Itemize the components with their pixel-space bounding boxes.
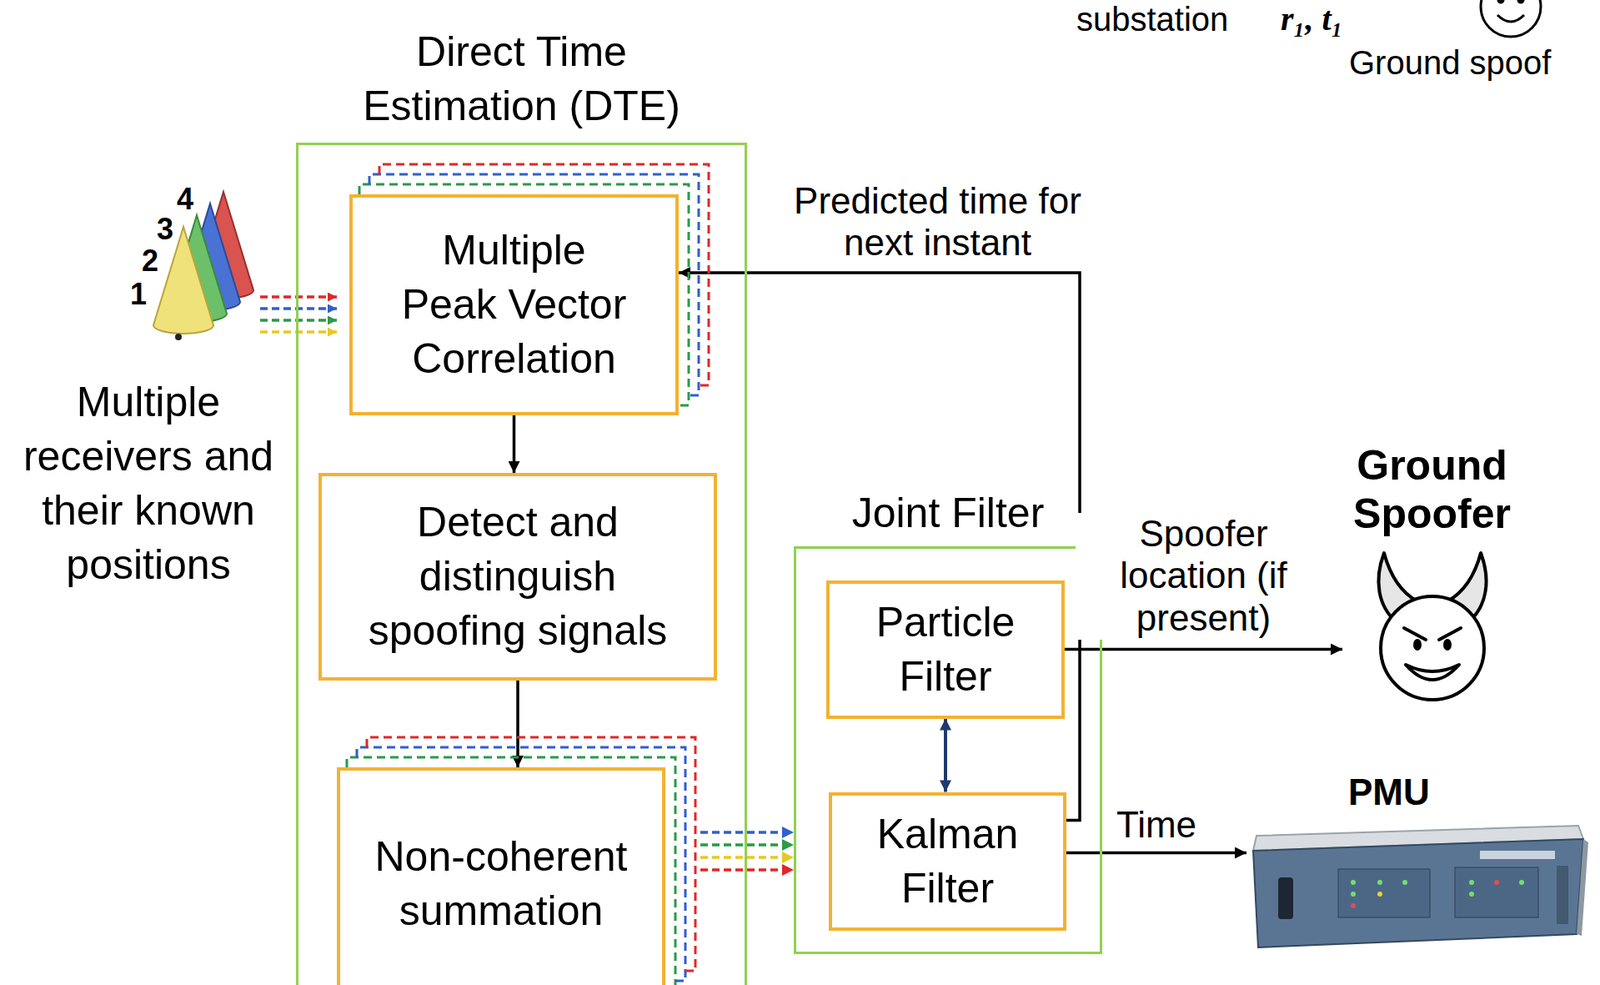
node-label: Non-coherent summation [359,829,643,938]
connector-line [700,842,794,847]
connector-arrow [517,680,519,768]
connector-line [516,680,520,768]
node-label: Kalman Filter [847,807,1049,916]
connector-arrow [1064,648,1343,650]
node-label: Detect and distinguish spoofing signals [351,495,685,658]
edge-label: Time [1113,803,1200,847]
process-box: Multiple Peak Vector Correlation [349,194,679,416]
smiley-icon [1480,0,1541,37]
antenna-cone [153,226,214,334]
devil-icon [1365,546,1500,705]
receiver-antennas [153,191,254,341]
device-icon: PMU [1246,771,1589,951]
node-label: Particle Filter [845,595,1046,704]
connector-arrow [513,415,515,473]
group-heading: Direct Time Estimation (DTE) [338,25,706,134]
node-label: PMU [1246,771,1589,814]
connector-arrow [700,832,794,870]
connector-line [700,855,794,859]
signal-arrow [260,295,337,299]
process-box: Detect and distinguish spoofing signals [318,472,718,681]
filter-box: Kalman Filter [828,792,1067,931]
group-panel: Multiple Peak Vector CorrelationDetect a… [295,142,748,985]
group-panel: Particle FilterKalman FilterJoint Filter [793,546,1103,954]
signal-arrow [260,330,337,334]
signal-arrow [260,318,337,322]
connector-line [512,415,517,473]
connector-line [943,718,948,793]
site-label: substation [1076,0,1229,39]
callout-number: 4 [176,181,194,216]
group-heading: Joint Filter [814,486,1082,541]
connector-line [1064,647,1343,652]
edge-label: Spoofer location (if present) [1075,512,1333,640]
connector-line [1066,851,1247,855]
pmu-device [1253,825,1589,948]
site-label: Ground spoof [1349,43,1551,82]
math-label: r₁, t₁ [1280,0,1344,39]
node-label: Multiple Peak Vector Correlation [395,223,633,387]
callout-number: 1 [130,276,147,311]
signal-arrow [260,306,337,311]
connector-arrow [945,718,947,793]
callout-number: 3 [156,211,174,246]
pmu-illustration [1246,817,1589,951]
edge-label: Predicted time for next instant [784,180,1092,265]
connector-line [700,867,794,872]
attacker-icon: Ground Spoofer [1342,441,1522,709]
connector-arrow [1066,852,1247,853]
antenna-base [175,333,182,341]
filter-box: Particle Filter [826,580,1065,719]
process-box: Non-coherent summation [336,767,666,985]
caption-text: Multiple receivers and their known posit… [2,375,295,592]
callout-number: 2 [141,243,159,278]
node-label: Ground Spoofer [1342,441,1522,538]
receiver-signal-arrows [260,296,337,332]
devil-face [1378,552,1486,700]
connector-line [700,830,794,834]
